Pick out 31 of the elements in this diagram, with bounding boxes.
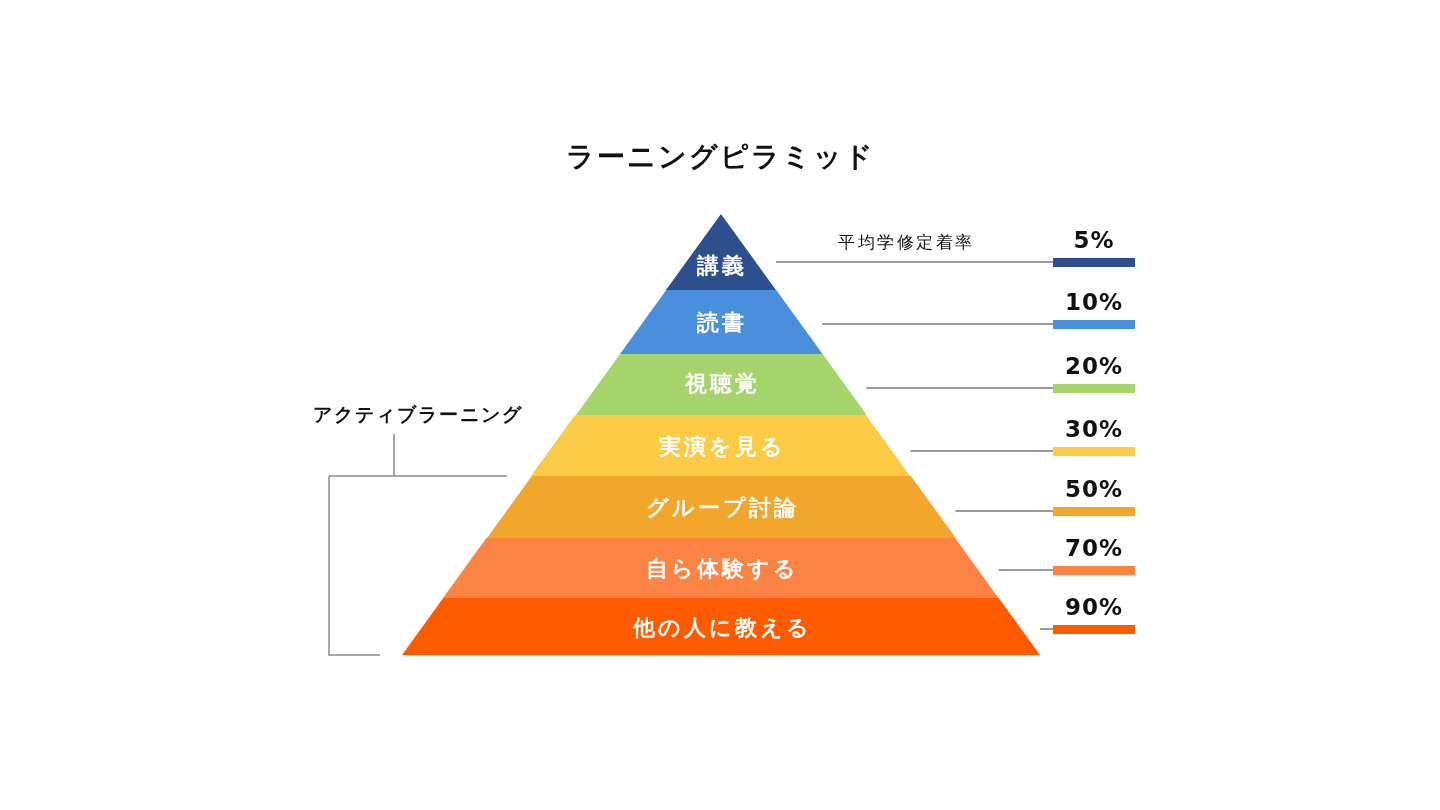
tier-label: 講義	[695, 252, 748, 280]
leader-line	[909, 450, 1054, 452]
leader-line	[821, 323, 1054, 325]
tier-label: グループ討論	[645, 494, 799, 522]
pyramid-tier	[666, 214, 776, 290]
percentage-value: 70%	[1064, 534, 1124, 562]
pyramid-tier	[443, 538, 999, 598]
leader-line	[865, 387, 1054, 389]
pyramid-tier	[575, 354, 867, 415]
text-label: アクティブラーニング	[313, 402, 523, 427]
diagram-title: ラーニングピラミッド	[565, 140, 875, 173]
text-label: 平均学修定着率	[838, 231, 975, 254]
percentage-value: 20%	[1064, 352, 1124, 380]
percentage-value: 5%	[1073, 226, 1115, 254]
percentage-value: 30%	[1064, 415, 1124, 443]
tier-label: 視聴覚	[683, 370, 760, 398]
leader-line	[954, 510, 1054, 512]
leader-line	[1039, 628, 1054, 630]
tier-label: 実演を見る	[658, 433, 786, 461]
tier-label: 自ら体験する	[645, 555, 799, 583]
pyramid-tier	[402, 598, 1040, 655]
tier-label: 他の人に教える	[631, 614, 812, 642]
leader-line	[775, 261, 1054, 263]
percentage-value: 50%	[1064, 475, 1124, 503]
percentage-value: 90%	[1064, 593, 1124, 621]
pyramid-tier	[531, 415, 911, 476]
pyramid-tier	[486, 476, 956, 538]
pyramid-tier	[619, 290, 823, 354]
leader-line	[998, 569, 1054, 571]
tier-label: 読書	[695, 309, 748, 337]
percentage-value: 10%	[1064, 288, 1124, 316]
